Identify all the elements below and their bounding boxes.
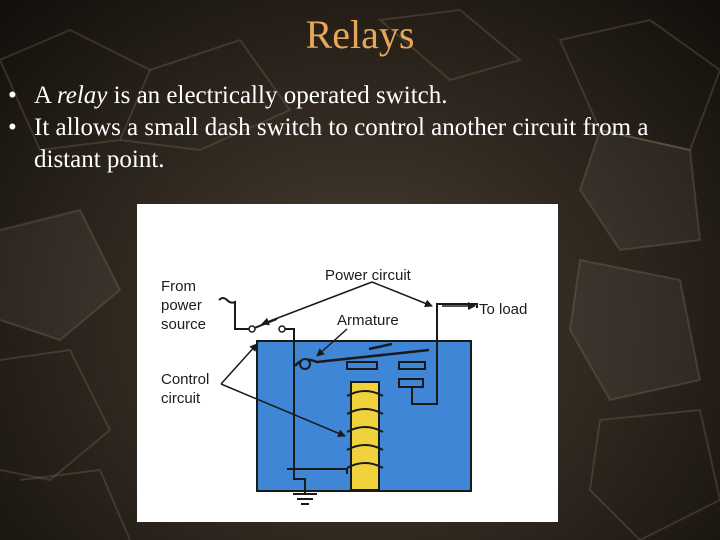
bullet-list: • A relay is an electrically operated swi… xyxy=(8,80,708,176)
bullet-item: • A relay is an electrically operated swi… xyxy=(8,80,708,112)
armature-label: Armature xyxy=(337,312,399,329)
power-circuit-label: Power circuit xyxy=(325,267,412,284)
power-circuit-wire xyxy=(411,303,478,405)
bullet-marker: • xyxy=(8,114,17,141)
control-circuit-wire xyxy=(287,369,348,486)
coil-windings xyxy=(346,390,384,469)
control-circuit-label: Control circuit xyxy=(161,371,214,407)
bullet-emphasis: relay xyxy=(56,82,108,109)
bullet-text: It allows a small dash switch to control… xyxy=(34,114,649,173)
armature-pivot xyxy=(299,358,311,370)
armature-stop xyxy=(346,361,378,370)
to-load-label: To load xyxy=(479,301,527,318)
bullet-text-prefix: A xyxy=(34,82,57,109)
contact-point xyxy=(398,378,424,388)
slide-title: Relays xyxy=(305,12,415,57)
bullet-marker: • xyxy=(8,82,17,109)
dash-switch-contacts xyxy=(248,325,286,333)
label-pointers xyxy=(220,281,433,437)
from-power-source-label: From power source xyxy=(161,278,206,333)
ground-icon xyxy=(293,486,317,505)
relay-coil xyxy=(350,381,380,491)
fixed-contact xyxy=(398,361,426,370)
bullet-item: • It allows a small dash switch to contro… xyxy=(8,112,708,176)
relay-diagram: From power source Power circuit To load … xyxy=(137,204,558,522)
bullet-text-suffix: is an electrically operated switch. xyxy=(107,82,448,109)
